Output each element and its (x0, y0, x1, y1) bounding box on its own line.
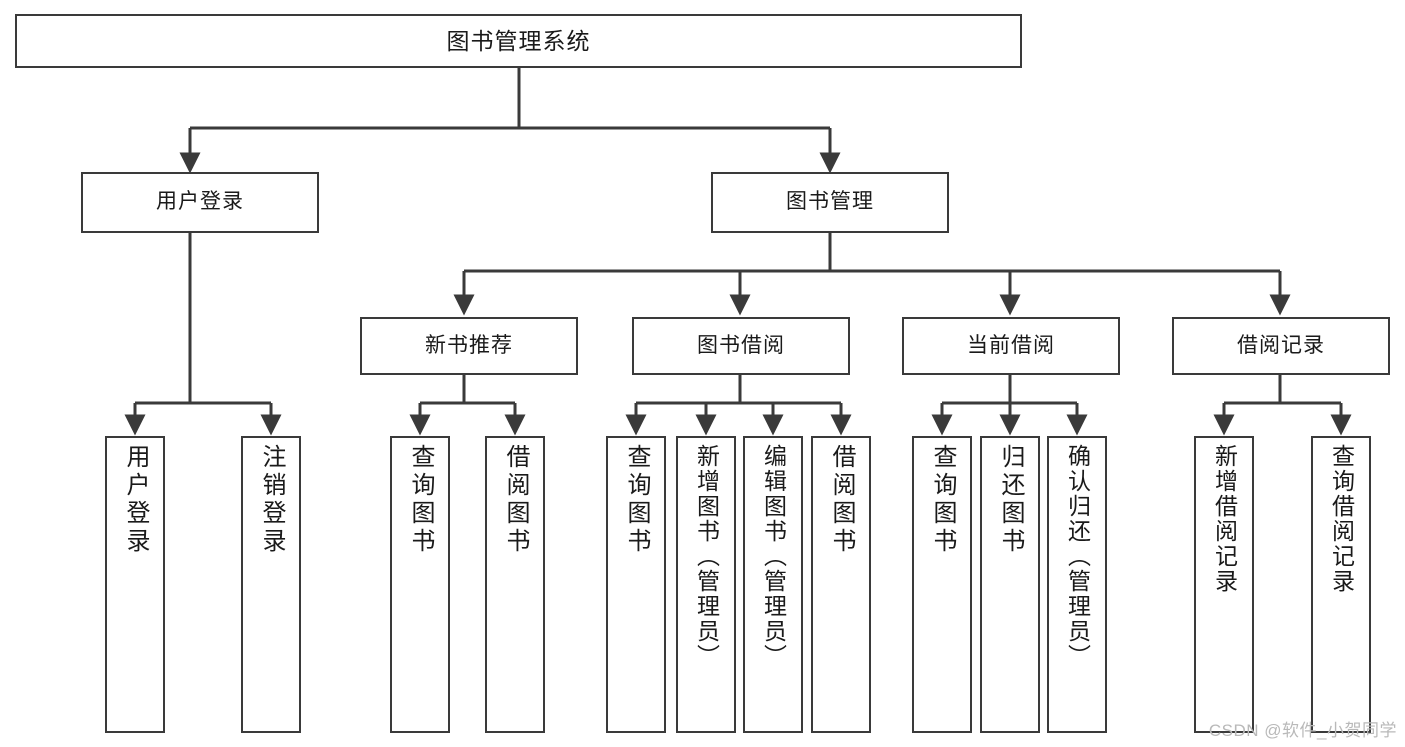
node-leaf-query-book-2[interactable]: 查询图书 (606, 436, 666, 733)
node-leaf-return-book-label: 归还图书 (997, 444, 1024, 556)
node-leaf-logout-label: 注销登录 (258, 444, 285, 556)
node-book-borrow-label: 图书借阅 (697, 333, 785, 357)
node-new-book-rec[interactable]: 新书推荐 (360, 317, 578, 375)
node-leaf-borrow-book-1-label: 借阅图书 (502, 444, 529, 556)
node-current-borrow[interactable]: 当前借阅 (902, 317, 1120, 375)
node-leaf-query-book-2-label: 查询图书 (623, 444, 650, 556)
node-leaf-query-book-1-label: 查询图书 (407, 444, 434, 556)
node-leaf-borrow-book-1[interactable]: 借阅图书 (485, 436, 545, 733)
node-leaf-query-record-label: 查询借阅记录 (1328, 444, 1355, 594)
node-book-manage[interactable]: 图书管理 (711, 172, 949, 233)
node-leaf-return-book[interactable]: 归还图书 (980, 436, 1040, 733)
node-leaf-add-book-label: 新增图书（管理员） (693, 444, 720, 669)
node-leaf-user-login[interactable]: 用户登录 (105, 436, 165, 733)
node-leaf-confirm-return-label: 确认归还（管理员） (1064, 444, 1091, 669)
node-current-borrow-label: 当前借阅 (967, 333, 1055, 357)
node-new-book-rec-label: 新书推荐 (425, 333, 513, 357)
node-book-borrow[interactable]: 图书借阅 (632, 317, 850, 375)
node-leaf-edit-book[interactable]: 编辑图书（管理员） (743, 436, 803, 733)
node-leaf-edit-book-label: 编辑图书（管理员） (760, 444, 787, 669)
node-leaf-add-record-label: 新增借阅记录 (1211, 444, 1238, 594)
node-leaf-add-book[interactable]: 新增图书（管理员） (676, 436, 736, 733)
node-root-label: 图书管理系统 (446, 27, 591, 54)
node-borrow-record-label: 借阅记录 (1237, 333, 1325, 357)
node-leaf-borrow-book-2[interactable]: 借阅图书 (811, 436, 871, 733)
node-user-login[interactable]: 用户登录 (81, 172, 319, 233)
node-leaf-add-record[interactable]: 新增借阅记录 (1194, 436, 1254, 733)
node-leaf-confirm-return[interactable]: 确认归还（管理员） (1047, 436, 1107, 733)
node-leaf-borrow-book-2-label: 借阅图书 (828, 444, 855, 556)
node-root[interactable]: 图书管理系统 (15, 14, 1022, 68)
node-leaf-query-book-3-label: 查询图书 (929, 444, 956, 556)
node-borrow-record[interactable]: 借阅记录 (1172, 317, 1390, 375)
node-leaf-query-book-3[interactable]: 查询图书 (912, 436, 972, 733)
watermark-text: CSDN @软件_小贺同学 (1208, 721, 1397, 740)
node-leaf-query-book-1[interactable]: 查询图书 (390, 436, 450, 733)
node-leaf-user-login-label: 用户登录 (122, 444, 149, 556)
node-book-manage-label: 图书管理 (786, 190, 874, 214)
node-leaf-logout[interactable]: 注销登录 (241, 436, 301, 733)
node-leaf-query-record[interactable]: 查询借阅记录 (1311, 436, 1371, 733)
node-user-login-label: 用户登录 (156, 190, 244, 214)
